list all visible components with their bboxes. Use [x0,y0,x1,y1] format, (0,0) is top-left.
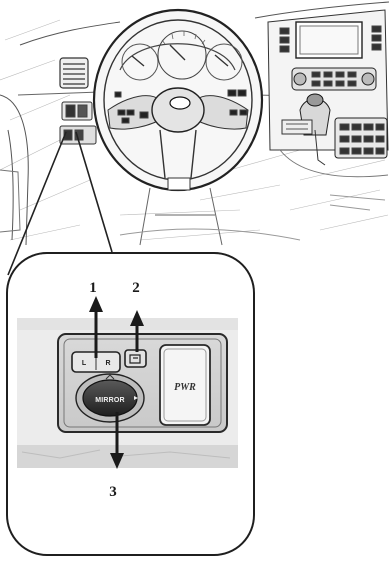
mirror-knob-label: MIRROR [95,397,125,404]
callout-1: 1 [89,280,97,296]
power-button-label: PWR [174,382,196,393]
center-console [268,10,388,210]
callout-3: 3 [109,484,117,500]
left-mirror-button[interactable]: L [82,360,87,367]
mirror-adjust-knob[interactable]: MIRROR [76,374,144,422]
air-vent-left [60,58,88,88]
steering-wheel [94,10,262,190]
inset-detail: L R MIRROR PWR [7,253,254,555]
door-panel [0,170,20,232]
dashboard-sketch [0,2,389,245]
right-mirror-button[interactable]: R [105,360,110,367]
callout-2: 2 [132,280,140,296]
